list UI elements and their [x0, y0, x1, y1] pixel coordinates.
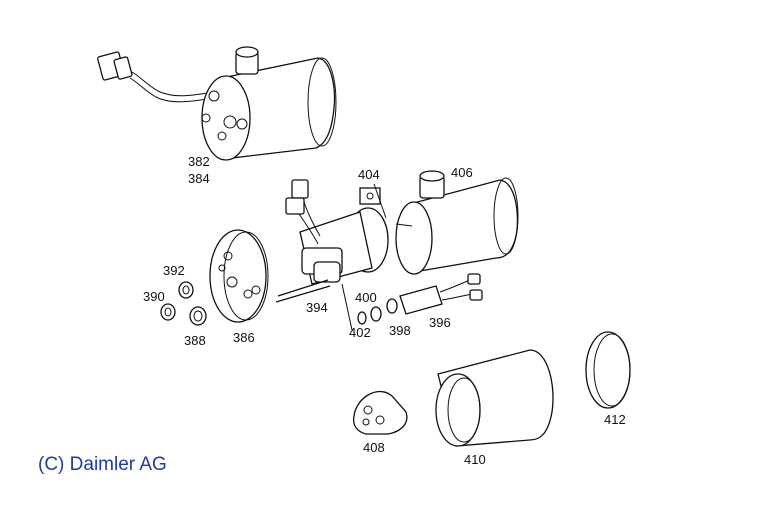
label-384: 384 — [188, 171, 210, 186]
label-400: 400 — [355, 290, 377, 305]
center-assembly-394 — [275, 179, 389, 303]
washer-398 — [386, 298, 398, 314]
housing-410 — [435, 349, 554, 447]
label-406: 406 — [451, 165, 473, 180]
washer-400 — [370, 306, 382, 322]
motor-406 — [395, 170, 519, 275]
part-404-plate — [359, 187, 381, 205]
label-388: 388 — [184, 333, 206, 348]
copyright-notice: (C) Daimler AG — [38, 454, 167, 475]
label-404: 404 — [358, 167, 380, 182]
label-390: 390 — [143, 289, 165, 304]
label-398: 398 — [389, 323, 411, 338]
label-412: 412 — [604, 412, 626, 427]
label-402: 402 — [349, 325, 371, 340]
cover-408 — [352, 390, 408, 435]
motor-assembly-382 — [97, 46, 337, 161]
label-382: 382 — [188, 154, 210, 169]
label-392: 392 — [163, 263, 185, 278]
lid-412 — [585, 331, 631, 409]
label-394: 394 — [306, 300, 328, 315]
label-410: 410 — [464, 452, 486, 467]
sensor-396 — [399, 273, 483, 315]
washer-402 — [357, 311, 367, 325]
label-386: 386 — [233, 330, 255, 345]
disc-386 — [209, 229, 269, 323]
label-408: 408 — [363, 440, 385, 455]
label-396: 396 — [429, 315, 451, 330]
nuts-388-390-392 — [160, 281, 207, 326]
